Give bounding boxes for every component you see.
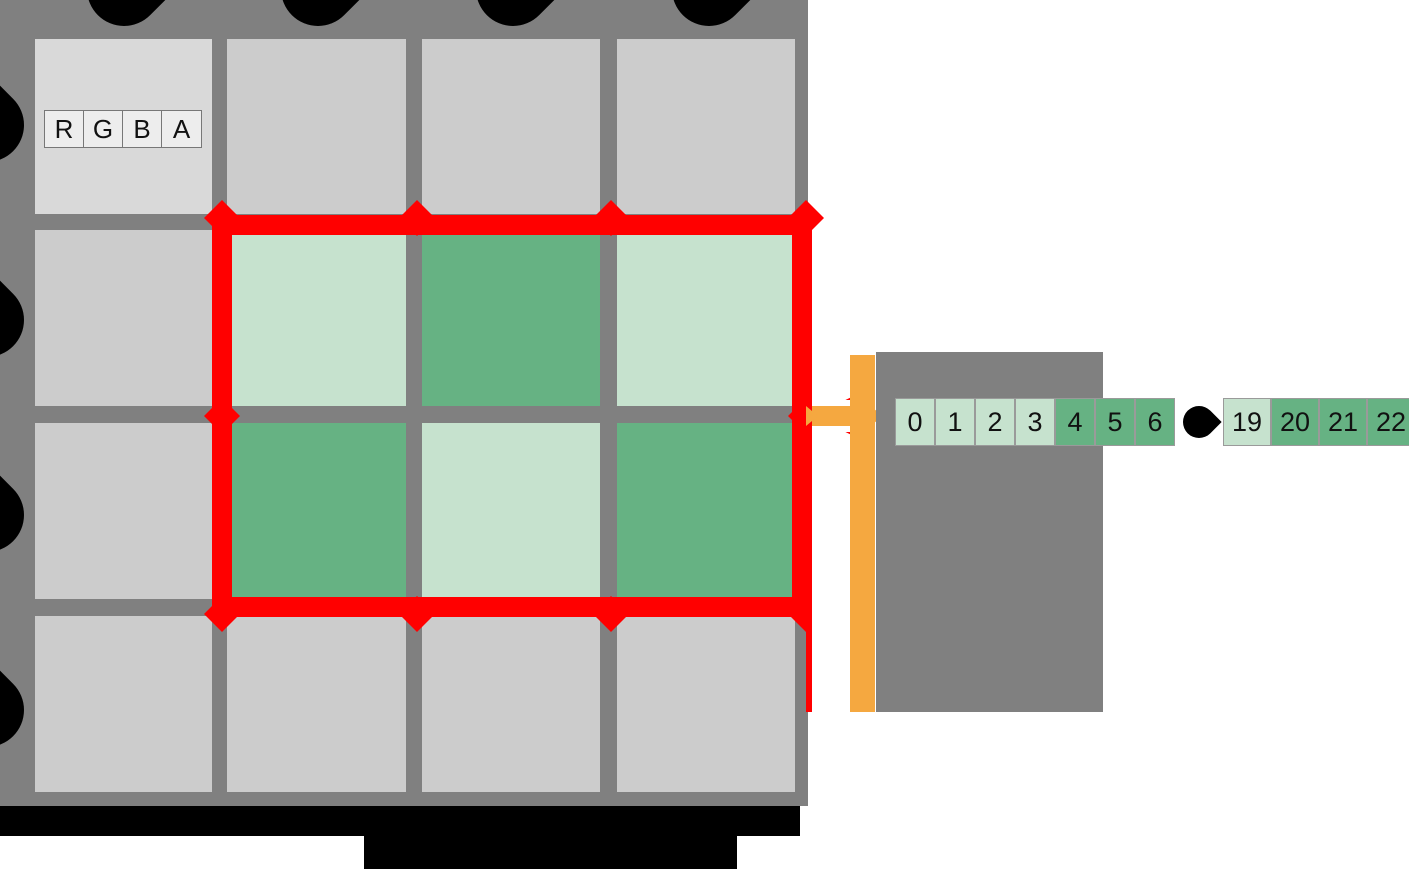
array-cell-22[interactable]: 22 [1367,398,1409,446]
continuation-drop-icon-left-1 [0,72,40,178]
image-grid-panel: R G B A [0,0,808,806]
channel-a: A [172,114,191,144]
continuation-drop-icon-top-4 [656,0,762,42]
flow-shaft [812,406,874,426]
continuation-drop-icon-left-4 [0,657,40,763]
grid-cell-r2c1[interactable] [227,423,406,599]
array-cell-5[interactable]: 5 [1095,398,1135,446]
channel-g: G [84,111,123,147]
channel-b: B [123,111,162,147]
grid-cell-r1c2[interactable] [422,230,600,406]
grid-cell-r1c1[interactable] [227,230,406,406]
flow-bar [850,355,875,712]
array-cell-3[interactable]: 3 [1015,398,1055,446]
continuation-band-bottom-2 [364,836,737,869]
grid-cell-r1c3[interactable] [617,230,795,406]
linear-memory-array: 01234561920212223 [895,398,1409,446]
channel-r: R [45,111,84,147]
array-cell-6[interactable]: 6 [1135,398,1175,446]
continuation-drop-icon-top-3 [460,0,566,42]
continuation-band-bottom [0,806,800,836]
array-cell-20[interactable]: 20 [1271,398,1319,446]
array-cell-0[interactable]: 0 [895,398,935,446]
rgba-channel-key: R G B A [44,110,202,148]
array-cell-2[interactable]: 2 [975,398,1015,446]
array-cell-19[interactable]: 19 [1223,398,1271,446]
grid-cell-r3c2[interactable] [422,616,600,792]
array-cell-21[interactable]: 21 [1319,398,1367,446]
continuation-drop-icon-array [1176,399,1222,445]
grid-cell-r0c2[interactable] [422,39,600,214]
grid-cell-r2c2[interactable] [422,423,600,599]
grid-cell-r3c3[interactable] [617,616,795,792]
grid-cell-r2c3[interactable] [617,423,795,599]
grid-cell-r3c1[interactable] [227,616,406,792]
continuation-drop-icon-left-3 [0,462,40,568]
array-ellipsis-marker [1175,398,1223,446]
array-cell-1[interactable]: 1 [935,398,975,446]
grid-cell-r1c0[interactable] [35,230,212,406]
grid-cell-r0c1[interactable] [227,39,406,214]
grid-cell-r2c0[interactable] [35,423,212,599]
continuation-drop-icon-left-2 [0,267,40,373]
grid-cell-r0c3[interactable] [617,39,795,214]
continuation-drop-icon-top-1 [71,0,177,42]
grid-cell-r3c0[interactable] [35,616,212,792]
continuation-drop-icon-top-2 [265,0,371,42]
array-cell-4[interactable]: 4 [1055,398,1095,446]
